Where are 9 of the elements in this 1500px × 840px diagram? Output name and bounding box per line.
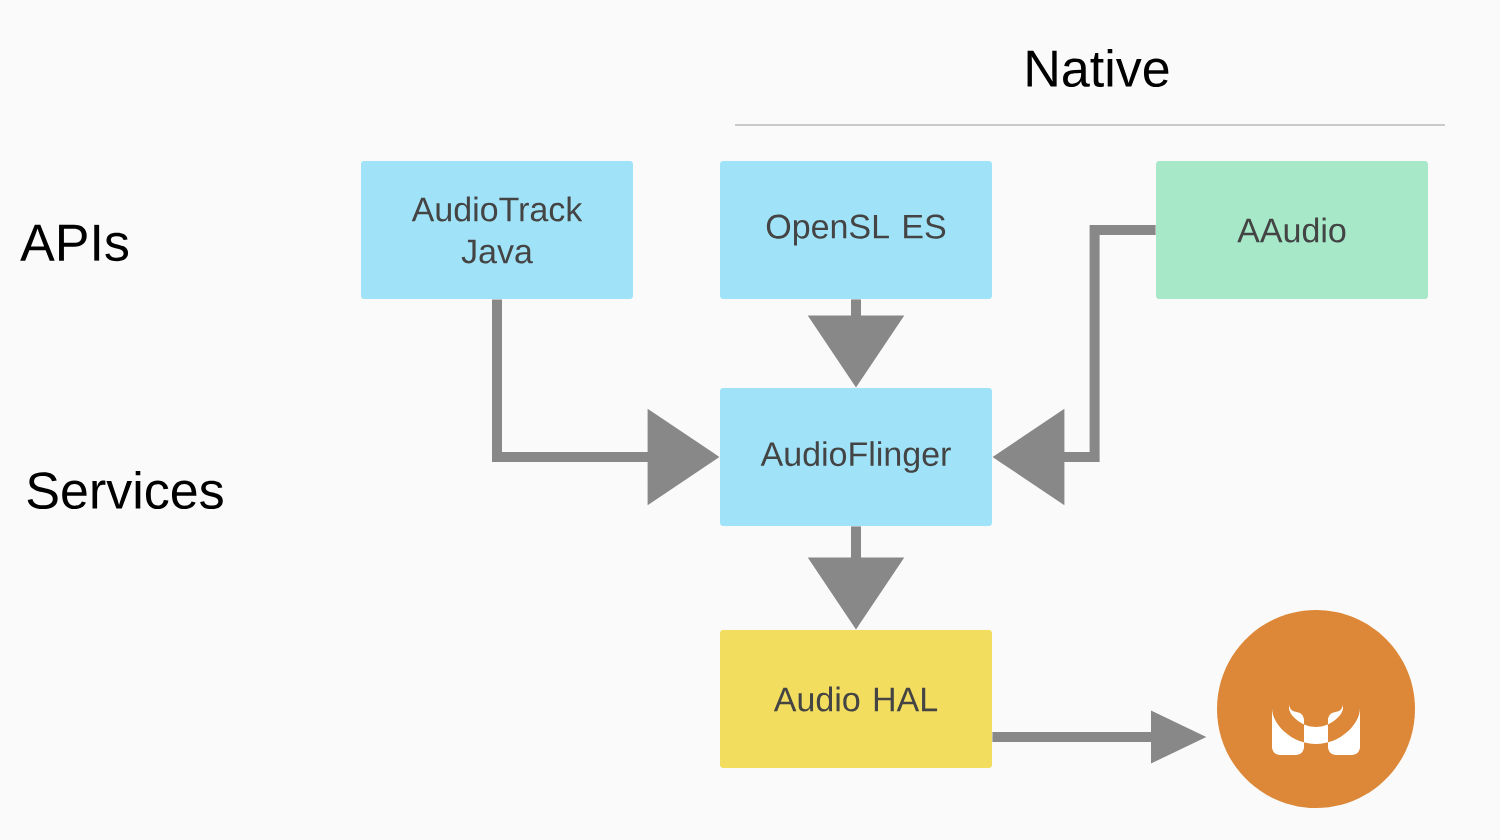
row-label: APIs: [20, 224, 129, 262]
row-label: Services: [27, 470, 223, 510]
api-box: AAudio: [1156, 161, 1428, 299]
hal-box: Audio HAL: [720, 630, 992, 768]
service-box: AudioFlinger: [720, 388, 992, 526]
section-heading: Native: [1027, 48, 1169, 88]
headphone-circle: [1217, 610, 1415, 808]
api-box: OpenSL ES: [720, 161, 992, 299]
api-box: AudioTrack Java: [361, 161, 633, 299]
